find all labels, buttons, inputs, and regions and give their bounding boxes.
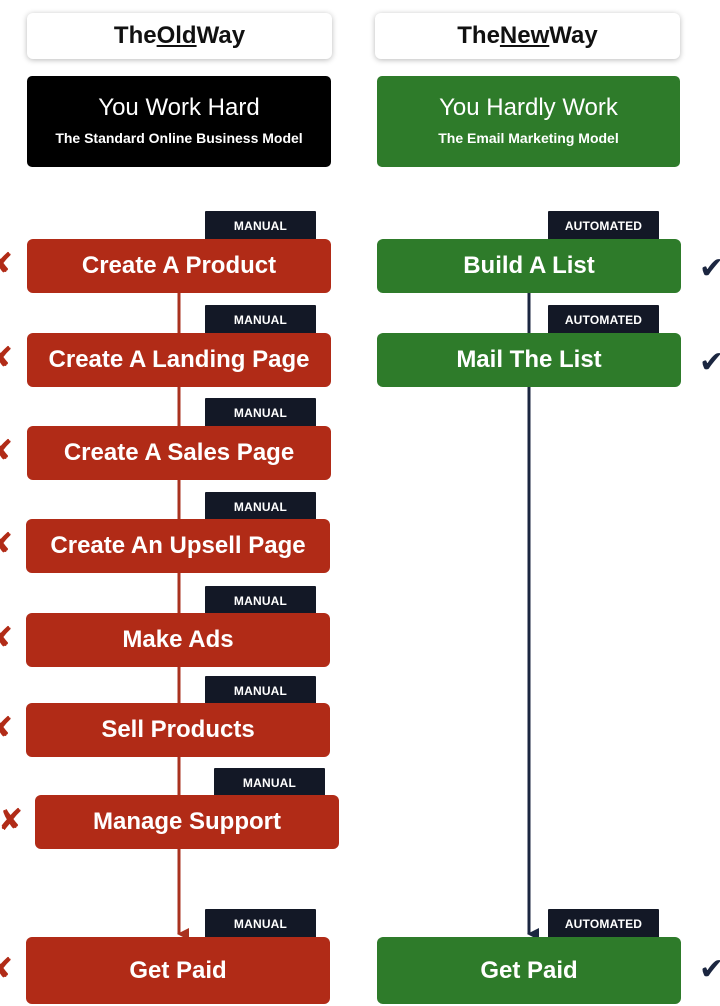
x-mark-icon: ✘ [0,528,14,561]
old-tag-4: MANUAL [205,492,316,521]
new-step-get-paid: Get Paid [377,937,681,1004]
x-mark-icon: ✘ [0,342,14,375]
new-model-box: You Hardly Work The Email Marketing Mode… [377,76,680,167]
old-step-make-ads: Make Ads [26,613,330,667]
x-mark-icon: ✘ [0,435,14,468]
new-tag-1: AUTOMATED [548,211,659,240]
x-mark-icon: ✘ [0,712,14,745]
check-mark-icon: ✔ [699,252,720,285]
old-step-manage-support: Manage Support [35,795,339,849]
old-tag-6: MANUAL [205,676,316,705]
old-step-create-a-sales-page: Create A Sales Page [27,426,331,480]
x-mark-icon: ✘ [0,953,14,986]
new-step-mail-the-list: Mail The List [377,333,681,387]
new-way-header-highlight: New [499,22,550,49]
old-way-header-pre: The [113,22,157,49]
new-model-title: You Hardly Work [439,94,618,121]
old-step-create-a-product: Create A Product [27,239,331,293]
x-mark-icon: ✘ [0,804,24,837]
check-mark-icon: ✔ [699,346,720,379]
old-way-header: The Old Way [27,13,332,59]
old-model-title: You Work Hard [98,94,260,121]
new-tag-2: AUTOMATED [548,305,659,334]
x-mark-icon: ✘ [0,622,14,655]
old-tag-2: MANUAL [205,305,316,334]
new-way-header: The New Way [375,13,680,59]
old-step-create-a-landing-page: Create A Landing Page [27,333,331,387]
new-way-header-post: Way [549,22,598,49]
new-tag-3: AUTOMATED [548,909,659,938]
old-way-header-highlight: Old [156,22,197,49]
old-way-header-post: Way [196,22,246,49]
old-step-get-paid: Get Paid [26,937,330,1004]
old-step-create-an-upsell-page: Create An Upsell Page [26,519,330,573]
old-tag-3: MANUAL [205,398,316,427]
old-tag-8: MANUAL [205,909,316,938]
old-tag-5: MANUAL [205,586,316,615]
new-model-subtitle: The Email Marketing Model [438,130,619,146]
old-tag-1: MANUAL [205,211,316,240]
new-step-build-a-list: Build A List [377,239,681,293]
check-mark-icon: ✔ [699,953,720,986]
new-way-header-pre: The [457,22,500,49]
old-model-subtitle: The Standard Online Business Model [55,130,303,146]
old-step-sell-products: Sell Products [26,703,330,757]
old-tag-7: MANUAL [214,768,325,797]
x-mark-icon: ✘ [0,248,14,281]
old-model-box: You Work Hard The Standard Online Busine… [27,76,331,167]
